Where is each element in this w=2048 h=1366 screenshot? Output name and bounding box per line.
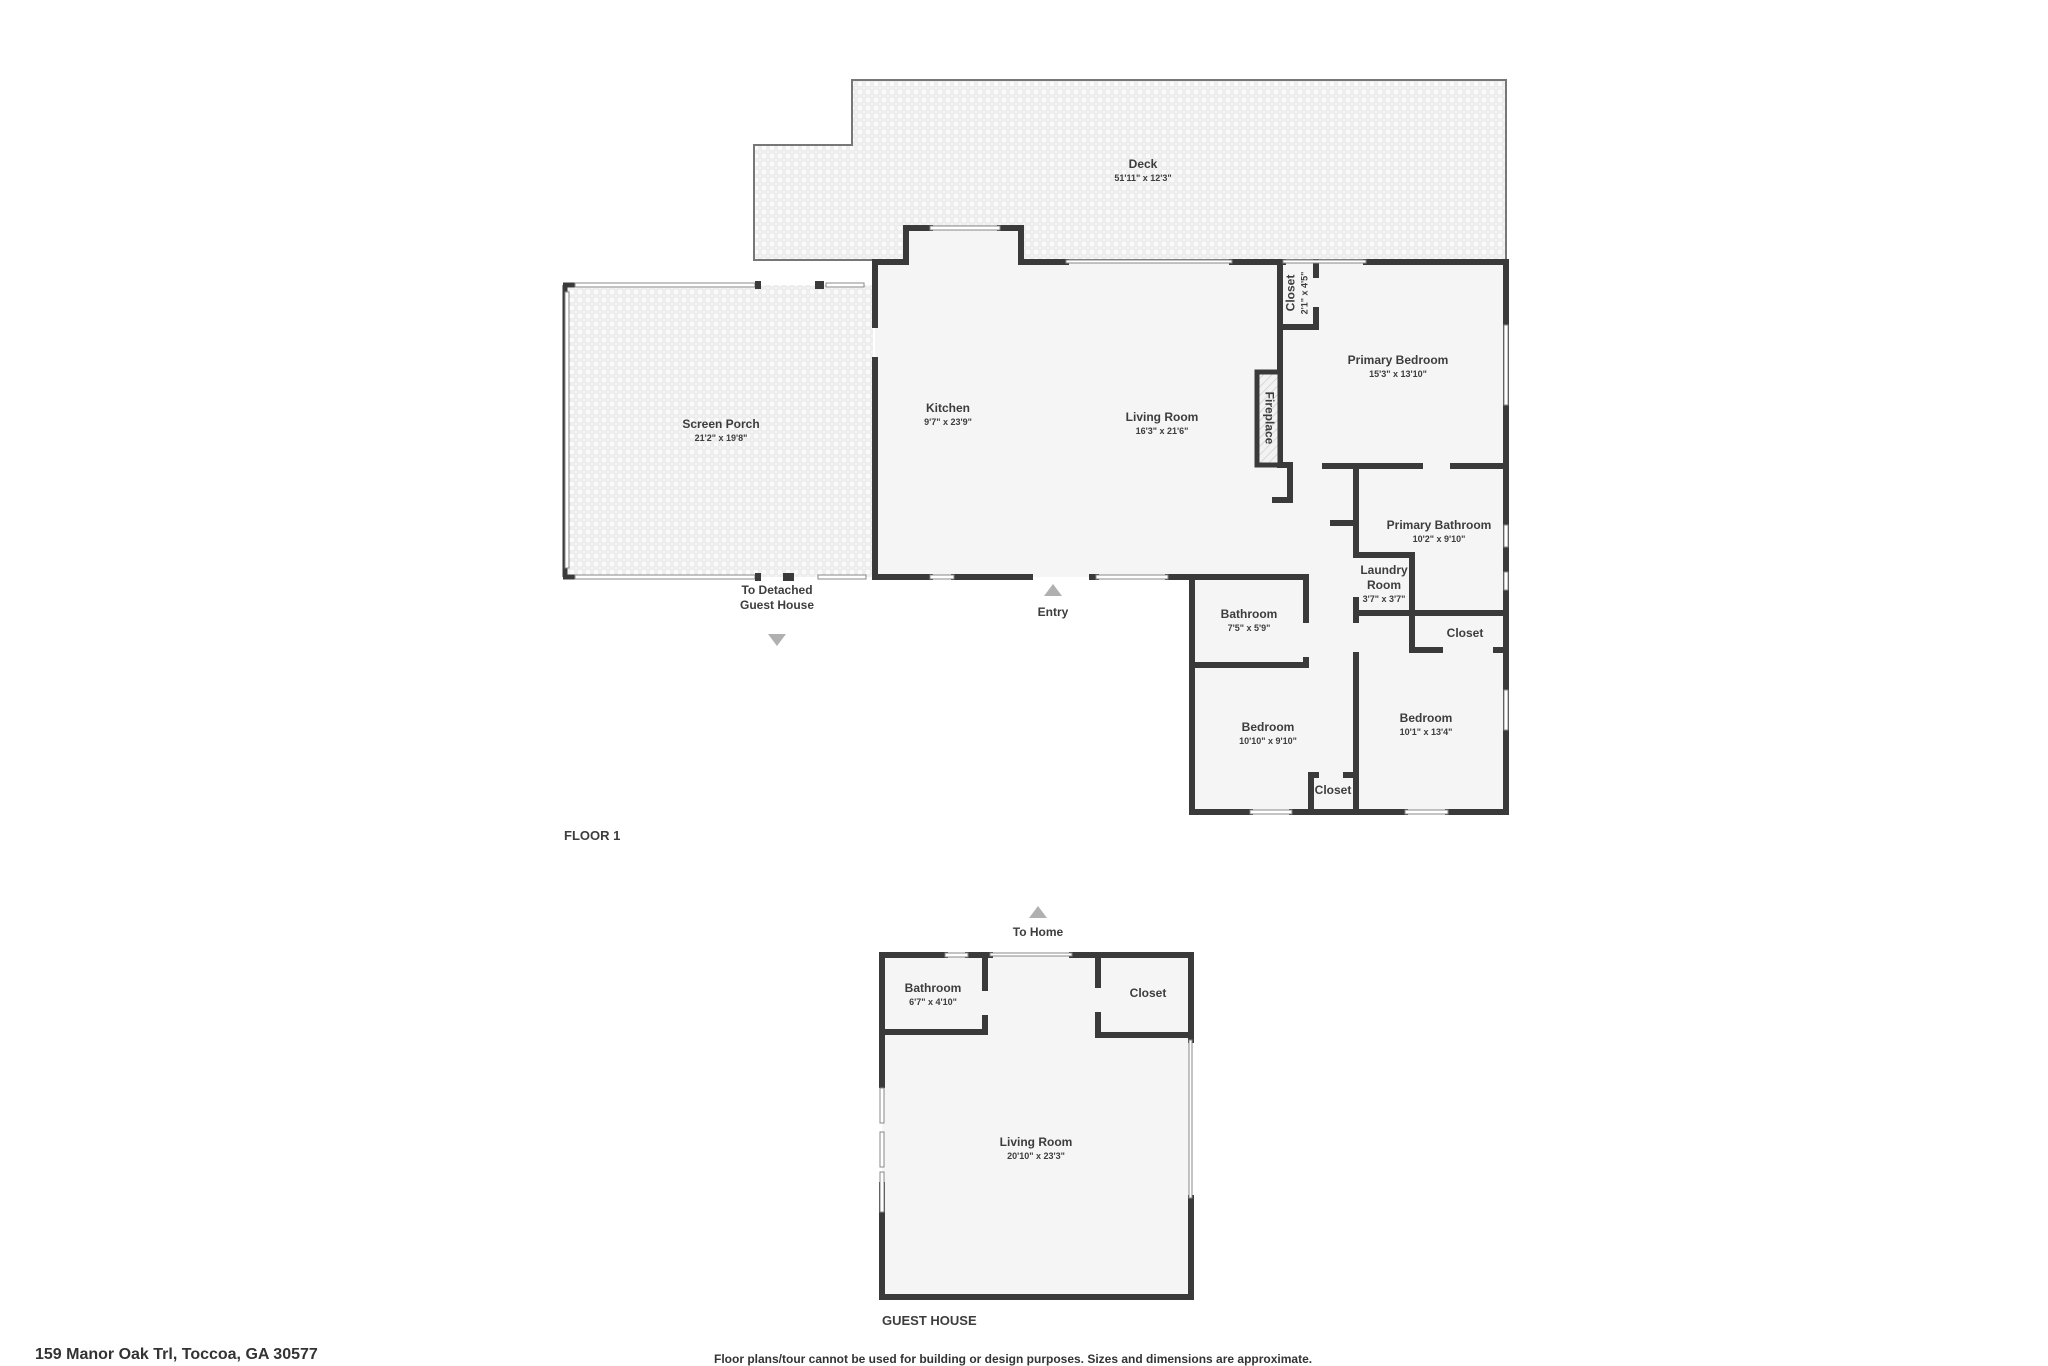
room-label-bedroom-left: Bedroom 10'10" x 9'10" — [1239, 720, 1297, 747]
room-label-screen-porch: Screen Porch 21'2" x 19'8" — [682, 417, 759, 444]
room-name: Primary Bedroom — [1347, 353, 1449, 367]
room-dims: 9'7" x 23'9" — [924, 417, 972, 427]
room-name: Primary Bathroom — [1386, 518, 1492, 532]
room-dims: 15'3" x 13'10" — [1369, 369, 1427, 379]
room-name: Fireplace — [1262, 391, 1277, 445]
room-dims: 10'1" x 13'4" — [1399, 727, 1453, 737]
room-label-bedroom-right: Bedroom 10'1" x 13'4" — [1400, 711, 1453, 738]
room-label-primary-bathroom: Primary Bathroom 10'2" x 9'10" — [1387, 518, 1492, 545]
room-dims: 10'10" x 9'10" — [1239, 736, 1297, 746]
room-label-closet-small: Closet — [1315, 783, 1352, 798]
to-home-link[interactable]: To Home — [1012, 925, 1064, 939]
room-name: Deck — [1128, 157, 1158, 171]
room-label-laundry: Laundry Room 3'7" x 3'7" — [1358, 563, 1410, 605]
room-label-fireplace: Fireplace — [1262, 392, 1277, 445]
room-name: Living Room — [999, 1135, 1073, 1149]
room-name: Bathroom — [904, 981, 962, 995]
screen-porch-area — [565, 285, 873, 577]
room-label-deck: Deck 51'11" x 12'3" — [1114, 157, 1171, 184]
room-label-guest-bathroom: Bathroom 6'7" x 4'10" — [905, 981, 962, 1008]
room-dims: 2'1" x 4'5" — [1299, 271, 1310, 315]
to-guest-house-arrow — [768, 634, 786, 646]
deck-area — [753, 79, 1507, 261]
room-label-closet-right: Closet — [1447, 626, 1484, 641]
room-label-closet-primary: Closet 2'1" x 4'5" — [1284, 272, 1311, 315]
room-dims: 10'2" x 9'10" — [1412, 534, 1466, 544]
to-home-arrow — [1029, 906, 1047, 918]
room-name: Closet — [1283, 274, 1298, 312]
room-name: Screen Porch — [682, 417, 760, 431]
room-name: Closet — [1314, 783, 1352, 797]
to-guest-house-link[interactable]: To Detached Guest House — [739, 583, 814, 612]
disclaimer: Floor plans/tour cannot be used for buil… — [714, 1352, 1313, 1366]
floor-1-title: FLOOR 1 — [564, 828, 621, 843]
entry-label[interactable]: Entry — [1037, 605, 1069, 619]
room-label-kitchen: Kitchen 9'7" x 23'9" — [924, 401, 972, 428]
room-dims: 16'3" x 21'6" — [1135, 426, 1189, 436]
room-label-primary-bedroom: Primary Bedroom 15'3" x 13'10" — [1348, 353, 1449, 380]
room-dims: 6'7" x 4'10" — [909, 997, 957, 1007]
room-dims: 21'2" x 19'8" — [694, 433, 748, 443]
room-name: Living Room — [1125, 410, 1199, 424]
room-dims: 20'10" x 23'3" — [1007, 1151, 1065, 1161]
room-dims: 3'7" x 3'7" — [1362, 594, 1406, 604]
room-dims: 7'5" x 5'9" — [1227, 623, 1271, 633]
room-name: Closet — [1129, 986, 1167, 1000]
room-name: Laundry Room — [1360, 563, 1408, 592]
room-dims: 51'11" x 12'3" — [1114, 173, 1172, 183]
room-label-guest-living-room: Living Room 20'10" x 23'3" — [1000, 1135, 1073, 1162]
room-name: Bedroom — [1399, 711, 1453, 725]
room-label-bathroom: Bathroom 7'5" x 5'9" — [1221, 607, 1278, 634]
room-name: Bedroom — [1241, 720, 1295, 734]
room-name: Bathroom — [1220, 607, 1278, 621]
guest-house-floor — [882, 955, 1191, 1297]
room-label-living-room: Living Room 16'3" x 21'6" — [1126, 410, 1199, 437]
room-name: Closet — [1446, 626, 1484, 640]
room-label-guest-closet: Closet — [1130, 986, 1167, 1001]
room-name: Kitchen — [925, 401, 971, 415]
entry-arrow — [1044, 584, 1062, 596]
property-address: 159 Manor Oak Trl, Toccoa, GA 30577 — [35, 1346, 318, 1363]
fireplace — [1254, 369, 1283, 468]
main-house-floor — [875, 228, 1504, 577]
guest-house-title: GUEST HOUSE — [882, 1313, 977, 1328]
